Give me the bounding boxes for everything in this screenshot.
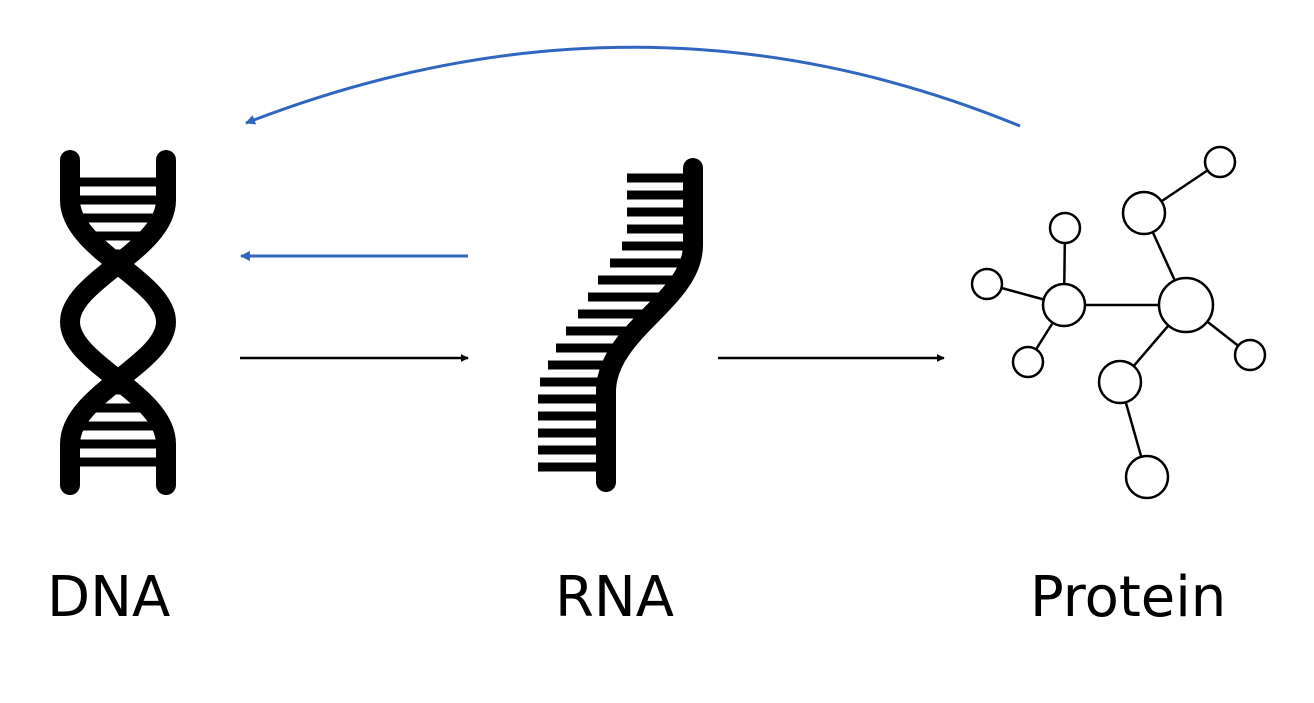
rna-label: RNA [555, 565, 675, 630]
dna-double-helix-icon [59, 150, 177, 495]
protein-label: Protein [1030, 565, 1227, 630]
dna-label: DNA [47, 565, 171, 630]
rna-single-strand-icon [538, 158, 703, 492]
protein-molecule-icon [970, 145, 1267, 500]
arrow-protein-to-dna [245, 45, 1021, 128]
